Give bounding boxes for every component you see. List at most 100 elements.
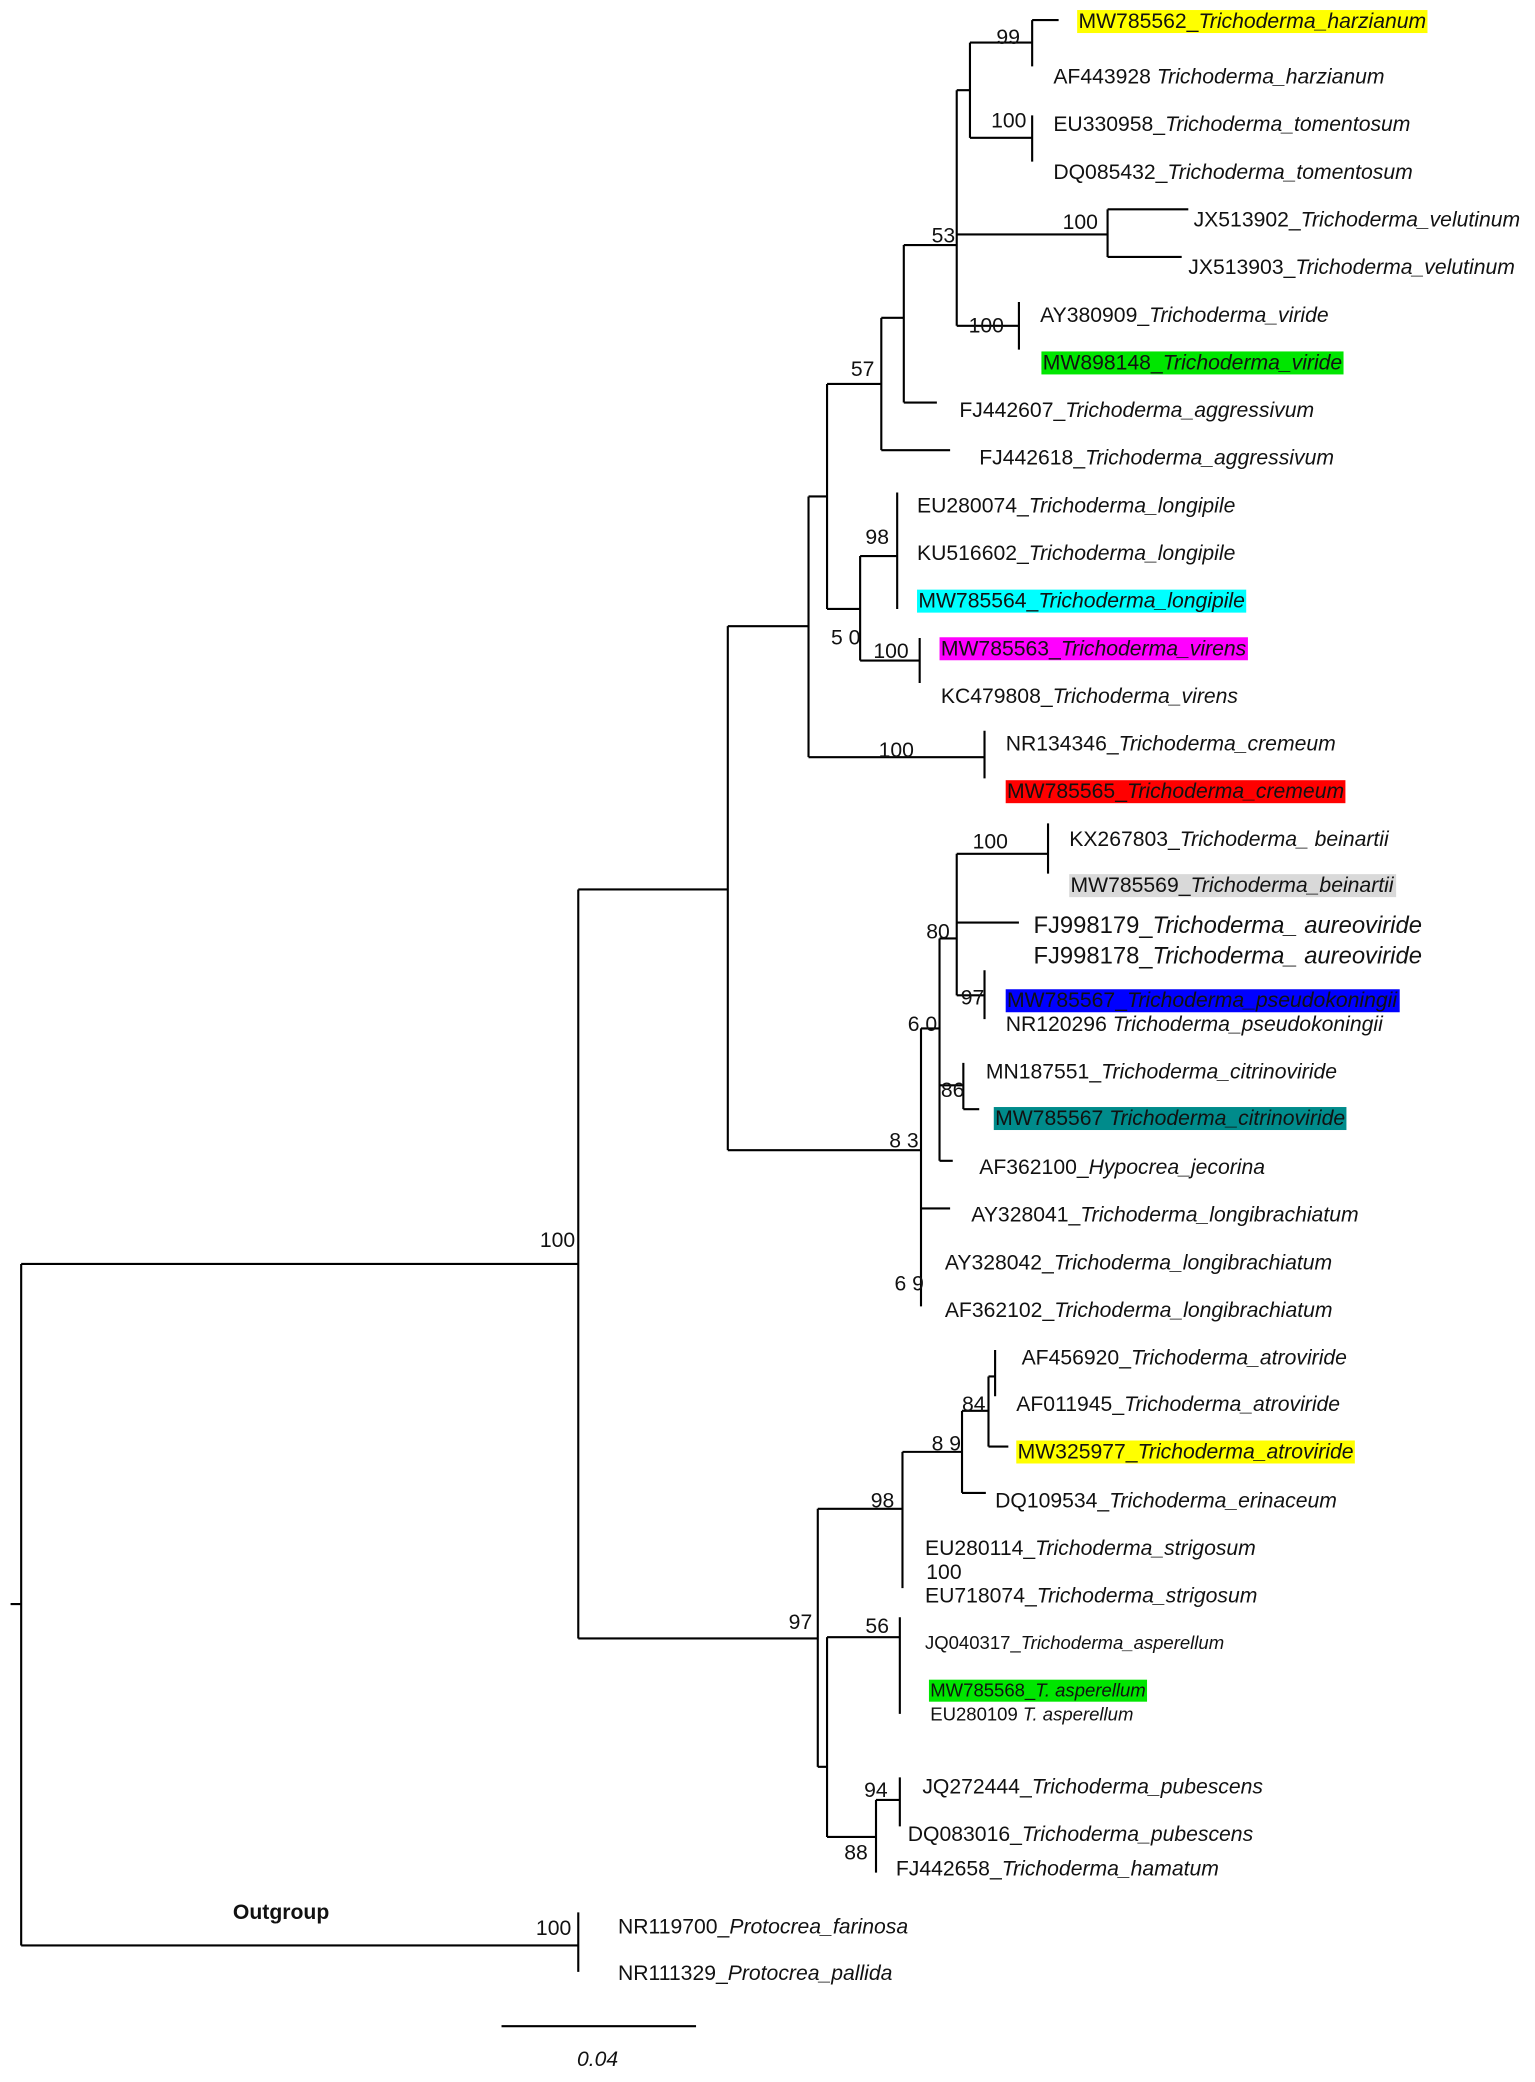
support-value: 99 <box>996 26 1020 49</box>
clade-virens <box>808 383 921 684</box>
support-value: 97 <box>789 1611 813 1634</box>
leaf-label: DQ083016_Trichoderma_pubescens <box>908 1823 1254 1846</box>
leaf-label: EU280114_Trichoderma_strigosum <box>925 1537 1256 1560</box>
clade-tomentosum <box>956 42 1034 162</box>
support-value: 100 <box>973 830 1008 853</box>
leaf-label: EU280074_Trichoderma_longipile <box>917 494 1235 517</box>
leaf-label: AF362100_Hypocrea_jecorina <box>979 1156 1265 1179</box>
clade-longipile <box>860 492 899 609</box>
support-value: 8 3 <box>889 1130 918 1153</box>
clade-beinartii <box>956 823 1050 924</box>
leaf-label: MN187551_Trichoderma_citrinoviride <box>986 1061 1337 1084</box>
support-value: 56 <box>865 1615 889 1638</box>
support-value: 88 <box>844 1841 868 1864</box>
support-value: 53 <box>932 224 956 247</box>
clade-cremeum <box>727 496 986 779</box>
support-value: 8 9 <box>932 1433 961 1456</box>
support-value: 100 <box>1063 211 1098 234</box>
support-value: 100 <box>879 739 914 762</box>
leaf-label: EU330958_Trichoderma_tomentosum <box>1053 113 1410 136</box>
support-value: 98 <box>871 1489 895 1512</box>
leaf-label: MW785568_T. asperellum <box>930 1680 1145 1702</box>
label-highlight <box>917 589 1247 613</box>
leaf-label: AF443928 Trichoderma_harzianum <box>1053 66 1384 89</box>
support-value: 80 <box>926 920 950 943</box>
support-value: 100 <box>926 1561 961 1584</box>
support-value: 100 <box>540 1229 575 1252</box>
support-value: 86 <box>941 1079 965 1102</box>
leaf-label: NR134346_Trichoderma_cremeum <box>1006 733 1336 756</box>
leaf-label: FJ998179_Trichoderma_ aureoviride <box>1033 912 1421 939</box>
leaf-label: FJ998178_Trichoderma_ aureoviride <box>1033 943 1421 970</box>
scale-bar-label: 0.04 <box>577 2048 618 2071</box>
leaf-label: JX513903_Trichoderma_velutinum <box>1188 256 1515 279</box>
clade-harzianum <box>969 19 1059 67</box>
leaf-label: AY328041_Trichoderma_longibrachiatum <box>971 1204 1358 1227</box>
leaf-label: MW785567 Trichoderma_citrinoviride <box>995 1107 1345 1130</box>
label-highlight <box>1016 1440 1355 1464</box>
leaf-label: MW785565_Trichoderma_cremeum <box>1007 780 1344 803</box>
label-highlight <box>928 1679 1148 1702</box>
leaf-label: DQ085432_Trichoderma_tomentosum <box>1053 161 1412 184</box>
clade-strigosum <box>817 1451 904 1589</box>
clade-outgroup <box>10 1263 580 1972</box>
outgroup-label: Outgroup <box>233 1901 329 1924</box>
branches <box>10 19 1189 2028</box>
support-value: 94 <box>864 1779 888 1802</box>
support-value: 84 <box>962 1393 986 1416</box>
leaf-label: MW898148_Trichoderma_viride <box>1043 351 1342 374</box>
leaf-label: MW325977_Trichoderma_atroviride <box>1018 1440 1354 1463</box>
clade-velutinum <box>956 208 1189 259</box>
support-values: 99 100 100 53 100 57 98 100 5 0 100 100 … <box>536 26 1098 1940</box>
leaf-label: JX513902_Trichoderma_velutinum <box>1194 209 1521 232</box>
label-highlight <box>1069 874 1397 898</box>
clade-asperellum <box>827 1617 901 1714</box>
leaf-label: MW785563_Trichoderma_virens <box>941 637 1247 660</box>
leaf-label: FJ442607_Trichoderma_aggressivum <box>959 399 1314 422</box>
support-value: 97 <box>961 987 985 1010</box>
support-value: 100 <box>969 314 1004 337</box>
leaf-label: NR120296 Trichoderma_pseudokoningii <box>1006 1013 1384 1036</box>
clade-citrinoviride <box>921 938 980 1162</box>
support-value: 100 <box>991 109 1026 132</box>
leaf-label: FJ442618_Trichoderma_aggressivum <box>979 447 1334 470</box>
support-value: 57 <box>851 358 875 381</box>
label-highlight <box>993 1107 1347 1131</box>
leaf-label: NR119700_Protocrea_farinosa <box>618 1916 908 1939</box>
clade-viride <box>903 90 1020 350</box>
leaf-label: MW785567_Trichoderma_pseudokoningii <box>1007 989 1398 1012</box>
leaf-label: KU516602_Trichoderma_longipile <box>917 542 1235 565</box>
leaf-label: JQ040317_Trichoderma_asperellum <box>925 1632 1224 1654</box>
clade-pseudokoningii <box>939 853 986 1020</box>
support-value: 5 0 <box>831 627 860 650</box>
leaf-label: AY380909_Trichoderma_viride <box>1040 304 1329 327</box>
leaf-label: MW785569_Trichoderma_beinartii <box>1071 874 1395 897</box>
leaf-label: KC479808_Trichoderma_virens <box>941 685 1239 708</box>
leaf-labels: MW785562_Trichoderma_harzianum AF443928 … <box>618 10 1520 1985</box>
clade-longibrachiatum <box>578 626 951 1307</box>
support-value: 98 <box>865 526 889 549</box>
highlights <box>917 10 1428 1702</box>
leaf-label: FJ442658_Trichoderma_hamatum <box>896 1857 1219 1880</box>
leaf-label: DQ109534_Trichoderma_erinaceum <box>995 1489 1337 1512</box>
support-value: 100 <box>873 640 908 663</box>
support-value: 6 0 <box>908 1013 937 1036</box>
label-highlight <box>1077 10 1428 34</box>
leaf-label: NR111329_Protocrea_pallida <box>618 1962 893 1985</box>
clade-aggressivum <box>827 245 951 452</box>
leaf-label: AF362102_Trichoderma_longibrachiatum <box>945 1299 1333 1322</box>
clade-pubescens <box>21 889 901 1873</box>
leaf-label: AY328042_Trichoderma_longibrachiatum <box>945 1251 1332 1274</box>
leaf-label: MW785564_Trichoderma_longipile <box>918 590 1245 613</box>
label-highlight <box>1041 351 1344 375</box>
leaf-label: AF456920_Trichoderma_atroviride <box>1022 1347 1347 1370</box>
leaf-label: JQ272444_Trichoderma_pubescens <box>922 1775 1263 1798</box>
label-highlight <box>939 637 1248 661</box>
support-value: 100 <box>536 1917 571 1940</box>
leaf-label: KX267803_Trichoderma_ beinartii <box>1069 828 1390 851</box>
label-highlight <box>1005 989 1400 1013</box>
leaf-label: AF011945_Trichoderma_atroviride <box>1016 1393 1340 1416</box>
clade-atroviride <box>902 1349 1009 1494</box>
leaf-label: EU718074_Trichoderma_strigosum <box>925 1585 1257 1608</box>
